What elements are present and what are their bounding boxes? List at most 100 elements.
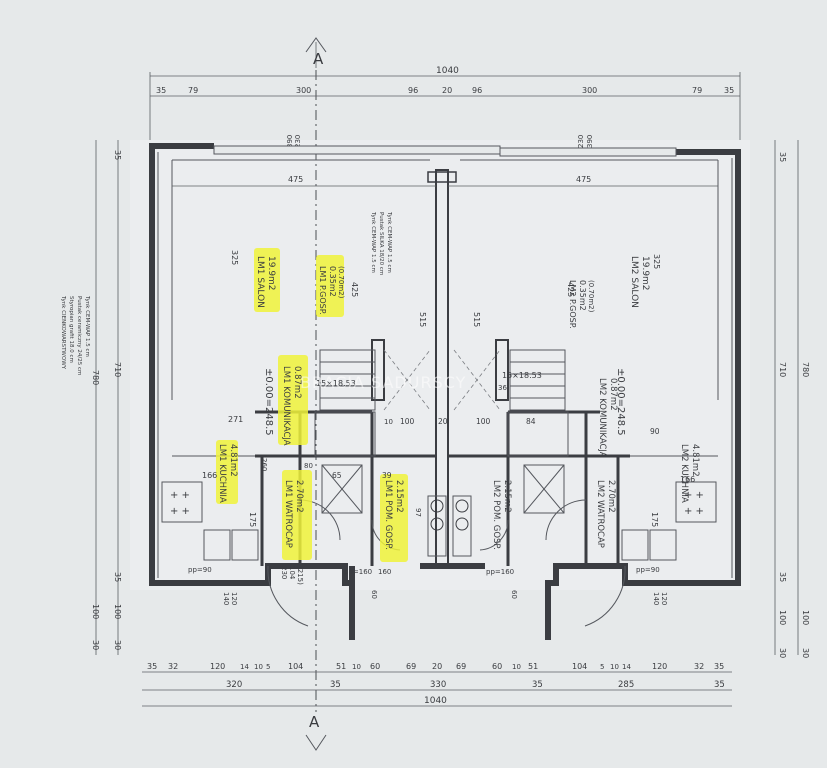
dim-right-outer: 780 [801, 362, 810, 377]
dim-bottom-seg: 5 [600, 663, 604, 671]
dim-label: 515 [418, 312, 427, 327]
kitchen-hob-lm1: + + + + [170, 490, 190, 517]
dim-bottom-seg: 69 [406, 662, 416, 671]
interior-walls-lm2 [448, 159, 719, 566]
dim-bottom-seg: 104 [288, 662, 303, 671]
section-marker-top: A [305, 37, 327, 68]
dim-bottom-seg: 69 [456, 662, 466, 671]
dim-top-seg: 96 [408, 86, 418, 95]
dim-label: 160 [378, 568, 391, 576]
dim-bottom-seg: 5 [266, 663, 270, 671]
room-name: LM2 P.GOSP. [568, 280, 577, 329]
dim-top-seg: 300 [296, 86, 311, 95]
room-area: 2.70m2 [606, 480, 616, 513]
door-mark: pp=90 [188, 566, 212, 574]
level-lm2: ±0.00=248.5 [615, 368, 626, 436]
dim-bottom-row2: 35 [532, 680, 543, 690]
dim-label: 140 [652, 592, 660, 605]
room-area: 19.9m2 [640, 256, 650, 291]
section-label-top: A [313, 50, 324, 68]
svg-text:+ +: + + [684, 490, 704, 501]
stairs-lm2 [453, 349, 566, 411]
dim-label: 166 [680, 475, 695, 484]
room-name: LM2 KOMUNIKACJA [597, 378, 607, 458]
dim-left-bottom: 35 [113, 572, 122, 582]
room-area: 0.87m2 [608, 378, 618, 411]
dim-label: 15×18.53 [502, 371, 542, 380]
dim-left-bottom: 100 [113, 604, 122, 619]
layer-note-line: Pustak SILKA 18/20 cm [378, 212, 384, 275]
dim-top-total: 1040 [436, 66, 459, 76]
room-area-extra: (0.70m2) [337, 266, 345, 299]
dim-top-seg: 35 [156, 86, 166, 95]
dim-label: 90 [650, 427, 660, 436]
room-area: 19.9m2 [266, 256, 276, 291]
dim-label: 140 [222, 592, 230, 605]
layer-note-line: Tynk CIENKOWARSTWOWY [60, 295, 66, 370]
section-label-bottom: A [309, 713, 320, 731]
dim-label: 425 [566, 282, 575, 297]
dim-label: 65 [332, 471, 342, 480]
room-name: LM2 WATROCAP [595, 480, 605, 548]
dim-label: 20 [438, 417, 448, 426]
dim-left-bottom: 100 [91, 604, 100, 619]
dim-right-bottom: 30 [801, 648, 810, 658]
dim-label: 97 [414, 508, 422, 517]
stairs-lm1 [319, 349, 431, 411]
dim-label: 104 [288, 566, 296, 580]
party-wall [427, 169, 457, 567]
dim-bottom-seg: 10 [512, 663, 521, 671]
room-name: LM2 KUCHNIA [679, 444, 689, 503]
dim-label: 260 [260, 458, 268, 471]
room-area: 2.70m2 [294, 480, 304, 513]
watermark: BRACIA SADURSCY [300, 373, 466, 392]
room-name: LM1 KUCHNIA [217, 444, 227, 503]
dim-label: 230 [280, 566, 288, 579]
dim-label: 120 [660, 592, 668, 605]
dim-bottom-seg: 35 [147, 662, 157, 671]
dim-label: 84 [526, 417, 536, 426]
dim-label: 175 [248, 512, 257, 527]
dim-bottom-total: 1040 [424, 696, 447, 706]
level-lm1: ±0.00=248.5 [263, 368, 274, 436]
dim-bottom-seg: 120 [210, 662, 225, 671]
dim-label: 515 [472, 312, 481, 327]
dim-top-vertical: 230 [294, 135, 302, 148]
dim-label: 39 [382, 471, 392, 480]
dim-left-bottom: 30 [91, 640, 100, 650]
dim-bottom-row2: 320 [226, 680, 242, 690]
room-name: LM2 POM. GOSP. [491, 480, 501, 550]
room-area: 4.81m2 [228, 444, 238, 477]
dim-bottom-seg: 32 [168, 662, 178, 671]
dim-bottom-row2: 330 [430, 680, 446, 690]
dim-label: 475 [288, 175, 303, 184]
svg-text:+ +: + + [170, 490, 190, 501]
dim-label: (215) [296, 566, 304, 585]
dim-label: 120 [230, 592, 238, 605]
room-area: 0.35m2 [328, 266, 337, 297]
dim-right-inner: 710 [778, 362, 787, 377]
dim-bottom-seg: 32 [694, 662, 704, 671]
dim-bottom-seg: 14 [622, 663, 631, 671]
dim-bottom-row2: 35 [330, 680, 341, 690]
dim-top-vertical: 390 [286, 135, 294, 148]
dim-label: 271 [228, 415, 243, 424]
layer-note-left: Tynk CEM-WAP 1.5 cm Pustak ceramiczny 24… [60, 295, 90, 375]
dim-bottom-seg: 10 [610, 663, 619, 671]
dimension-top: 1040 35 79 300 96 20 96 300 79 35 230 39… [149, 66, 741, 148]
dim-label: 36 [498, 384, 507, 392]
room-name: LM1 KOMUNIKACJA [281, 366, 291, 446]
dim-bottom-seg: 10 [352, 663, 361, 671]
dim-label: 80 [304, 462, 313, 470]
dim-bottom-seg: 51 [528, 662, 538, 671]
window-openings-top [213, 145, 677, 157]
room-name: LM2 SALON [629, 256, 639, 308]
dim-right-bottom: 35 [778, 572, 787, 582]
kitchen-hob-lm2: + + + + [684, 490, 704, 517]
layer-note-line: Tynk CEM-WAP 1.5 cm [84, 295, 90, 357]
dimension-bottom: 35 32 120 14 10 5 104 51 10 60 69 20 69 … [142, 662, 732, 707]
dim-top-seg: 20 [442, 86, 452, 95]
room-area: 0.87m2 [292, 366, 302, 399]
dim-bottom-seg: 104 [572, 662, 587, 671]
room-name: LM1 SALON [255, 256, 265, 308]
